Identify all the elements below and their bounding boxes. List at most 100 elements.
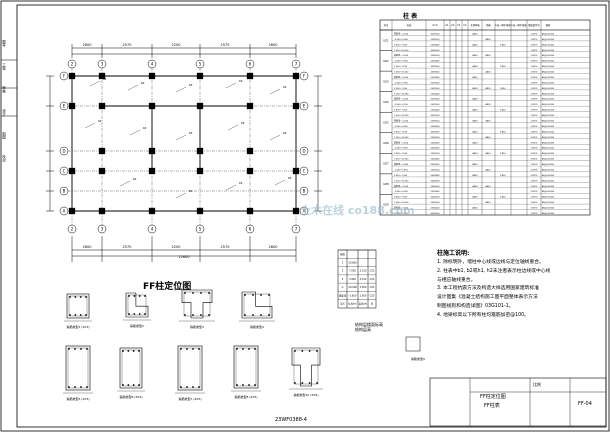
dim-top-label: 2800 [269,43,278,47]
rebar-dot [85,296,87,298]
column-block [246,147,254,155]
rebar-dot [180,386,182,388]
table-row-id: KZ7 [383,162,388,166]
table-cell: 250X500 [430,169,440,171]
axis-bubble-bottom [97,224,107,234]
table-cell: Φ8@100/200 [542,72,555,74]
table-cell: 250X400 [430,126,440,128]
axis-label-right: F [303,74,306,79]
table-cell: 300X500 [430,148,440,150]
rebar-dot [254,384,256,386]
table-cell: 基础顶~-1.650 [394,97,409,101]
column-tag: KZ [189,131,193,135]
rebar-dot [192,314,194,316]
table-cell: 4Φ16 [485,186,491,188]
table-cell: 250X500 [430,55,440,57]
rebar-dot [260,294,262,296]
table-cell: 1(3X3) [531,50,538,52]
rebar-dot [316,382,318,384]
floor-table-cell: 2 [342,270,344,273]
table-cell: 3(3X3) [531,61,538,63]
table-cell: 4Φ20 [472,66,478,68]
leader-line [227,124,239,131]
rebar-dot [74,314,77,316]
table-cell: 250X400 [430,175,440,177]
table-cell: 基础顶~-1.650 [394,206,409,210]
table-header-cell: 全部纵筋 [470,23,480,27]
rebar-dot [184,314,186,316]
table-cell: 2(3X3) [531,153,538,155]
leader-line [274,179,286,186]
axis-label-left: C [63,169,66,174]
stirrup-label: 箍筋类型9 [411,356,425,361]
axis-label-left: F [63,74,66,79]
rebar-dot [186,348,188,350]
table-row-id: KZ1 [383,38,388,42]
dim-top-label: 2570 [221,43,230,47]
table-cell: 4Φ20 [472,88,478,90]
leader-line [225,82,237,89]
column-block [246,167,254,175]
column-tag: KZ [133,177,137,181]
table-cell: 1(3X3) [531,115,538,117]
table-cell: 7.050~10.650 [394,159,409,161]
axis-label-right: C [303,169,306,174]
table-cell: 1(3X3) [531,82,538,84]
note-line: 制图规则和构造详图》03G101-1。 [437,303,514,309]
leader-line [225,184,237,191]
rebar-dot [308,350,311,352]
table-cell: 1Φ16 [500,66,506,68]
rebar-dot [192,292,194,294]
floor-table-cell: 7.050 [349,270,356,273]
table-cell: 3(3X3) [531,191,538,193]
axis-bubble-left [59,186,69,196]
rebar-dot [254,348,256,350]
table-cell: 1(3X3) [531,99,538,101]
stirrup-hoop [67,347,89,389]
leader-line [269,88,281,95]
table-cell: 250X400 [430,208,440,210]
floor-table-cell: 屋面 [340,252,345,256]
stirrup-label: 箍筋类型7 (4X5) [178,396,201,401]
dim-bottom-label: 2800 [269,245,278,249]
table-row-id: KZ9 [383,203,388,207]
table-cell: 4Φ16 [485,137,491,139]
column-tag: KZ [103,77,107,81]
rebar-dot [122,350,124,352]
left-strip: 图号 工程 审核 设计 制图 校对 [2,40,16,178]
table-cell: 2(3X3) [531,121,538,123]
table-header-cell: b×h [433,24,438,27]
table-cell: 2(3X3) [531,72,538,74]
table-header-cell: h2 [464,24,467,27]
table-cell: 4Φ16 [485,55,491,57]
table-cell: 300X500 [430,180,440,182]
table-cell: 4Φ20 [472,131,478,133]
table-cell: 1Φ16 [500,88,506,90]
plan-title: FF柱定位图 [143,282,192,292]
table-cell: Φ8@100/200 [542,148,555,150]
table-cell: Φ8@100/200 [542,115,555,117]
stirrup-label: 箍筋类型5 (3X3) [66,396,89,401]
dim-bottom-label: 2570 [221,245,230,249]
table-cell: 300X500 [430,66,440,68]
stirrup-outline [65,345,91,391]
table-header-cell: b2 [452,24,455,27]
table-cell: 3.950~7.050 [394,44,408,46]
stirrup-hoop [179,347,201,389]
leader-line [269,134,281,141]
title-scale: 比例 [533,382,541,387]
axis-label-bottom: 4 [151,227,154,232]
table-cell: 4Φ16 [485,104,491,106]
floor-table-cell: 1 [342,261,344,264]
leader-line [119,180,131,187]
rebar-dot [80,348,82,350]
floor-table-cell: C25 [370,294,375,297]
table-cell: 1(3X3) [531,180,538,182]
strip-label: 制图 [2,132,7,139]
axis-bubble-right [299,71,309,81]
dim-bottom-label: 2200 [172,245,181,249]
rebar-dot [69,296,71,298]
column-table-title: 柱 表 [403,13,418,20]
rebar-dot [252,314,254,316]
